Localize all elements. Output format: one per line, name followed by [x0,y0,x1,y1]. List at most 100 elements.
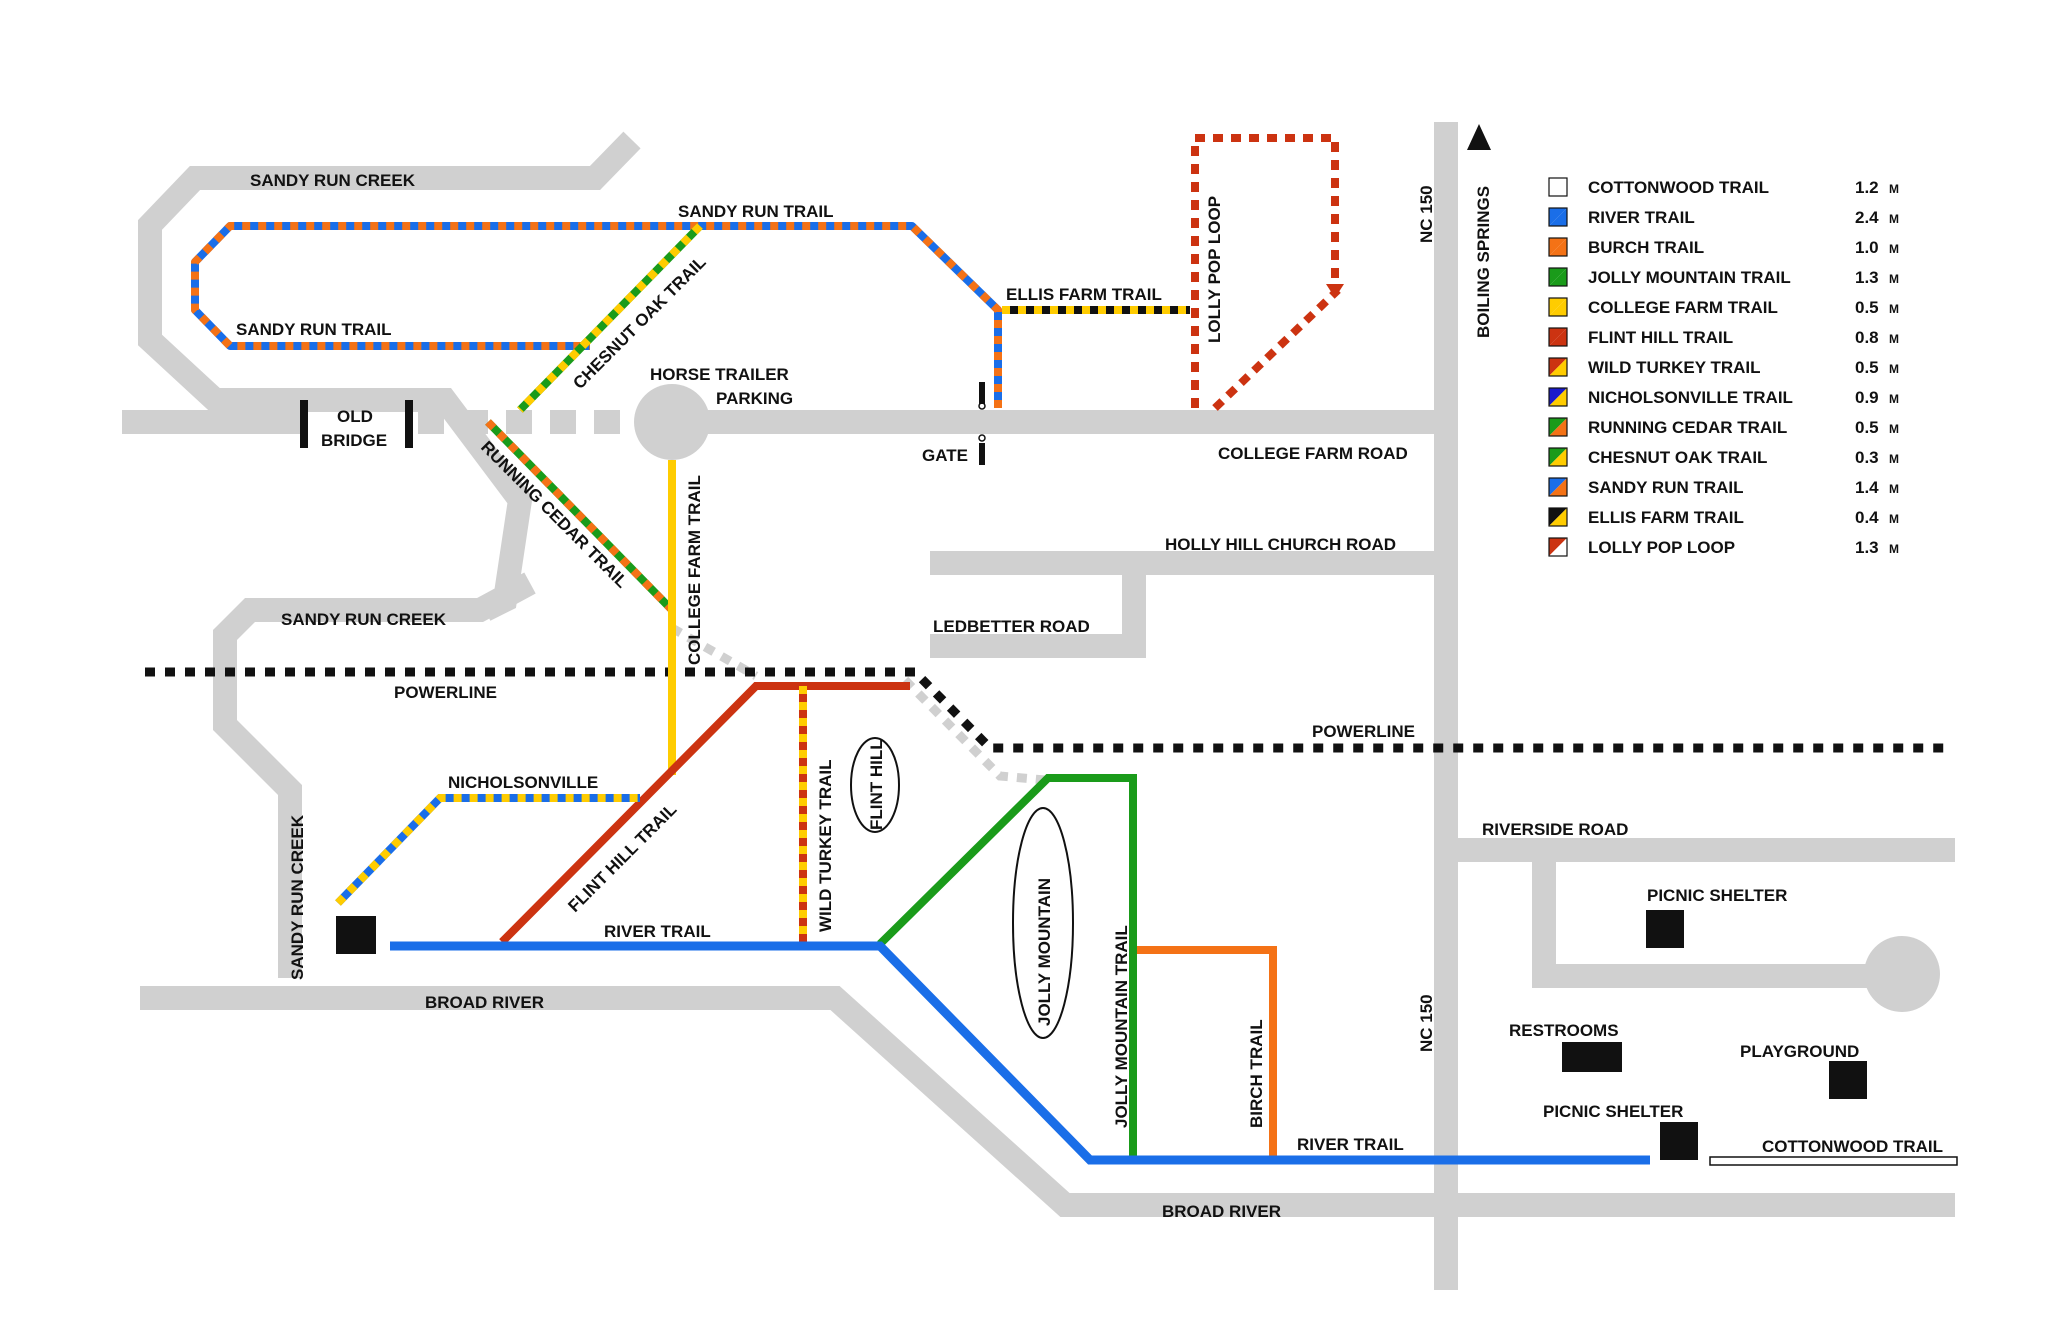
powerline-west [145,667,1945,753]
label-flint-hill: FLINT HILL [867,739,886,830]
label-picnic-shelter-1: PICNIC SHELTER [1647,886,1787,905]
sandy-run-trail-blue [191,222,1002,408]
horse-trailer-parking-circle [634,384,710,460]
north-arrow-icon [1467,124,1491,150]
legend-unit: M [1889,332,1899,346]
label-broad-river-west: BROAD RIVER [425,993,544,1012]
river-trail [390,941,1650,1165]
legend-distance: 1.3 [1855,538,1879,557]
legend-distance: 0.5 [1855,358,1879,377]
label-sandy-run-creek-mid: SANDY RUN CREEK [281,610,447,629]
legend-name: JOLLY MOUNTAIN TRAIL [1588,268,1791,287]
jolly-mountain-outline [1012,807,1074,1039]
legend-name: RUNNING CEDAR TRAIL [1588,418,1787,437]
legend-swatch-b [1549,538,1567,556]
label-jolly-mountain: JOLLY MOUNTAIN [1035,878,1054,1026]
label-restrooms: RESTROOMS [1509,1021,1619,1040]
broad-river [140,986,1955,1217]
legend-swatch-b [1549,358,1567,376]
legend-swatch-border [1548,507,1568,527]
gray-dotted-connector-1 [669,624,759,680]
old-bridge-bar-left [300,400,308,448]
chesnut-oak-trail-yellow [517,223,703,413]
riverside-road-spur [1532,850,1900,988]
label-wild-turkey-trail: WILD TURKEY TRAIL [816,759,835,932]
legend-swatch-border [1548,297,1568,317]
legend-swatch-border [1548,537,1568,557]
sandy-run-trail-orange [191,222,1002,408]
label-jolly-mountain-trail: JOLLY MOUNTAIN TRAIL [1112,925,1131,1128]
label-sandy-run-creek-vertical: SANDY RUN CREEK [288,814,307,980]
legend-swatch-border [1548,207,1568,227]
label-old: OLD [337,407,373,426]
label-bridge: BRIDGE [321,431,387,450]
legend-name: SANDY RUN TRAIL [1588,478,1744,497]
legend-swatch-b [1549,388,1567,406]
label-nc150-bottom: NC 150 [1417,994,1436,1052]
legend-item: RUNNING CEDAR TRAIL 0.5 M [1548,417,1899,437]
legend-name: ELLIS FARM TRAIL [1588,508,1744,527]
legend-swatch-border [1548,327,1568,347]
label-sandy-run-creek-top: SANDY RUN CREEK [250,171,416,190]
old-bridge-bar-right [405,400,413,448]
label-parking: PARKING [716,389,793,408]
powerline-layer [145,667,1945,753]
legend-swatch-border [1548,177,1568,197]
legend-swatch-b [1549,328,1567,346]
legend-swatch-border [1548,357,1568,377]
flint-hill-outline [850,737,900,833]
legend-name: LOLLY POP LOOP [1588,538,1735,557]
label-holly-hill-church-road: HOLLY HILL CHURCH ROAD [1165,535,1396,554]
label-sandy-run-trail-left: SANDY RUN TRAIL [236,320,392,339]
legend-name: RIVER TRAIL [1588,208,1695,227]
legend-distance: 2.4 [1855,208,1879,227]
label-nicholsonville: NICHOLSONVILLE [448,773,598,792]
legend-swatch-border [1548,477,1568,497]
legend-distance: 0.5 [1855,418,1879,437]
legend-unit: M [1889,242,1899,256]
legend-distance: 1.2 [1855,178,1879,197]
legend-name: COTTONWOOD TRAIL [1588,178,1769,197]
label-horse-trailer: HORSE TRAILER [650,365,789,384]
label-picnic-shelter-2: PICNIC SHELTER [1543,1102,1683,1121]
legend-distance: 1.3 [1855,268,1879,287]
label-college-farm-trail: COLLEGE FARM TRAIL [685,475,704,665]
legend-name: FLINT HILL TRAIL [1588,328,1733,347]
legend-swatch-border [1548,387,1568,407]
legend-swatch-b [1549,508,1567,526]
picnic-shelter-2-icon [1660,1122,1698,1160]
legend-unit: M [1889,422,1899,436]
legend-swatch-b [1549,298,1567,316]
legend-swatch-border [1548,417,1568,437]
legend-unit: M [1889,542,1899,556]
sandy-run-creek-middle [213,572,536,978]
jolly-mountain-trail [877,774,1137,1160]
legend-unit: M [1889,512,1899,526]
label-powerline-east: POWERLINE [1312,722,1415,741]
riverside-cul-de-sac [1864,936,1940,1012]
label-river-trail-west: RIVER TRAIL [604,922,711,941]
label-sandy-run-trail-top: SANDY RUN TRAIL [678,202,834,221]
gray-dotted-connector-2 [901,676,1046,785]
legend-swatch-b [1549,238,1567,256]
label-river-trail-east: RIVER TRAIL [1297,1135,1404,1154]
legend-swatch-b [1549,178,1567,196]
legend-item: LOLLY POP LOOP 1.3 M [1548,537,1899,557]
label-ledbetter-road: LEDBETTER ROAD [933,617,1090,636]
label-gate: GATE [922,446,968,465]
legend-distance: 0.5 [1855,298,1879,317]
legend-name: CHESNUT OAK TRAIL [1588,448,1767,467]
label-boiling-springs: BOILING SPRINGS [1474,186,1493,338]
sandy-run-creek-upper [138,131,641,621]
label-lolly-pop-loop: LOLLY POP LOOP [1205,196,1224,343]
sandy-run-trail [191,222,1002,408]
